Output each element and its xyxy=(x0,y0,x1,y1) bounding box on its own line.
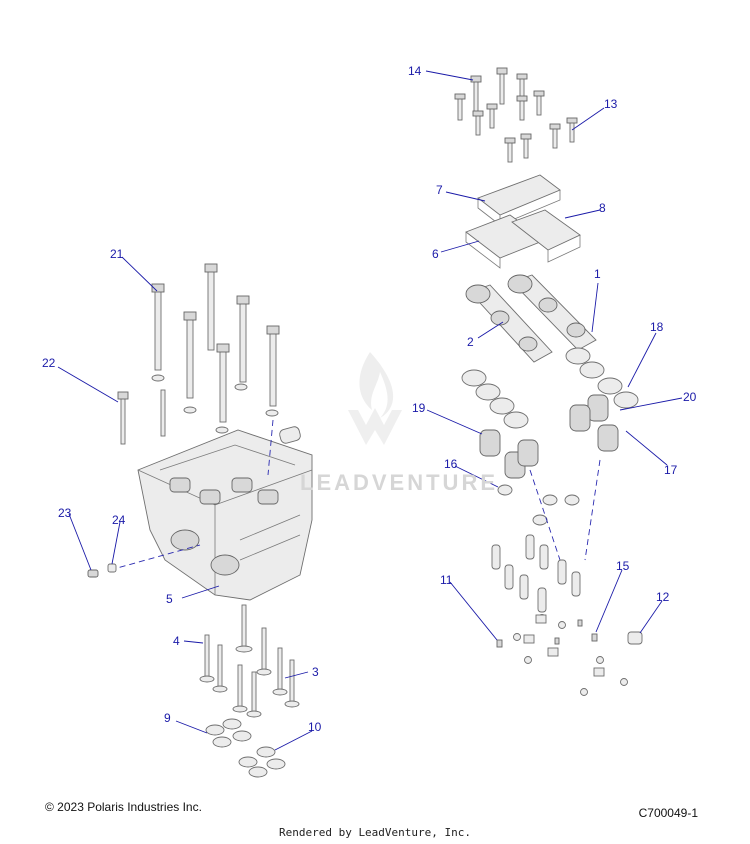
callout-5: 5 xyxy=(166,592,173,606)
callout-12: 12 xyxy=(656,590,670,604)
cam-cap-bolts xyxy=(454,67,578,163)
callout-24: 24 xyxy=(112,513,126,527)
stem-seals xyxy=(497,484,580,526)
callout-labels: 1 2 3 4 5 6 7 8 9 10 11 12 13 14 15 16 1… xyxy=(42,64,697,734)
copyright-text: © 2023 Polaris Industries Inc. xyxy=(45,800,202,814)
valve-seats xyxy=(205,718,286,778)
rendered-by-text: Rendered by LeadVenture, Inc. xyxy=(278,826,472,839)
fastener-screws xyxy=(87,563,117,578)
callout-1: 1 xyxy=(594,267,601,281)
callout-13: 13 xyxy=(604,97,618,111)
callout-4: 4 xyxy=(173,634,180,648)
callout-15: 15 xyxy=(616,559,630,573)
callout-2: 2 xyxy=(467,335,474,349)
callout-3: 3 xyxy=(312,665,319,679)
callout-9: 9 xyxy=(164,711,171,725)
leader-lines xyxy=(57,70,683,751)
watermark-text: LEADVENTURE xyxy=(300,470,499,495)
small-parts xyxy=(496,614,643,696)
callout-16: 16 xyxy=(444,457,458,471)
callout-20: 20 xyxy=(683,390,697,404)
callout-7: 7 xyxy=(436,183,443,197)
callout-22: 22 xyxy=(42,356,56,370)
callout-23: 23 xyxy=(58,506,72,520)
valve-springs xyxy=(479,394,619,479)
callout-11: 11 xyxy=(440,573,453,587)
callout-19: 19 xyxy=(412,401,426,415)
callout-17: 17 xyxy=(664,463,678,477)
callout-6: 6 xyxy=(432,247,439,261)
callout-8: 8 xyxy=(599,201,606,215)
camshafts xyxy=(465,274,597,363)
callout-18: 18 xyxy=(650,320,664,334)
callout-10: 10 xyxy=(308,720,322,734)
cylinder-head xyxy=(137,429,313,601)
valve-guides xyxy=(491,534,581,613)
valves xyxy=(199,604,300,718)
callout-14: 14 xyxy=(408,64,422,78)
diagram-code: C700049-1 xyxy=(638,806,698,820)
valve-buckets xyxy=(461,347,639,429)
leadventure-logo-icon xyxy=(348,352,402,445)
callout-21: 21 xyxy=(110,247,124,261)
cam-caps xyxy=(465,174,581,269)
head-bolts xyxy=(117,263,301,445)
